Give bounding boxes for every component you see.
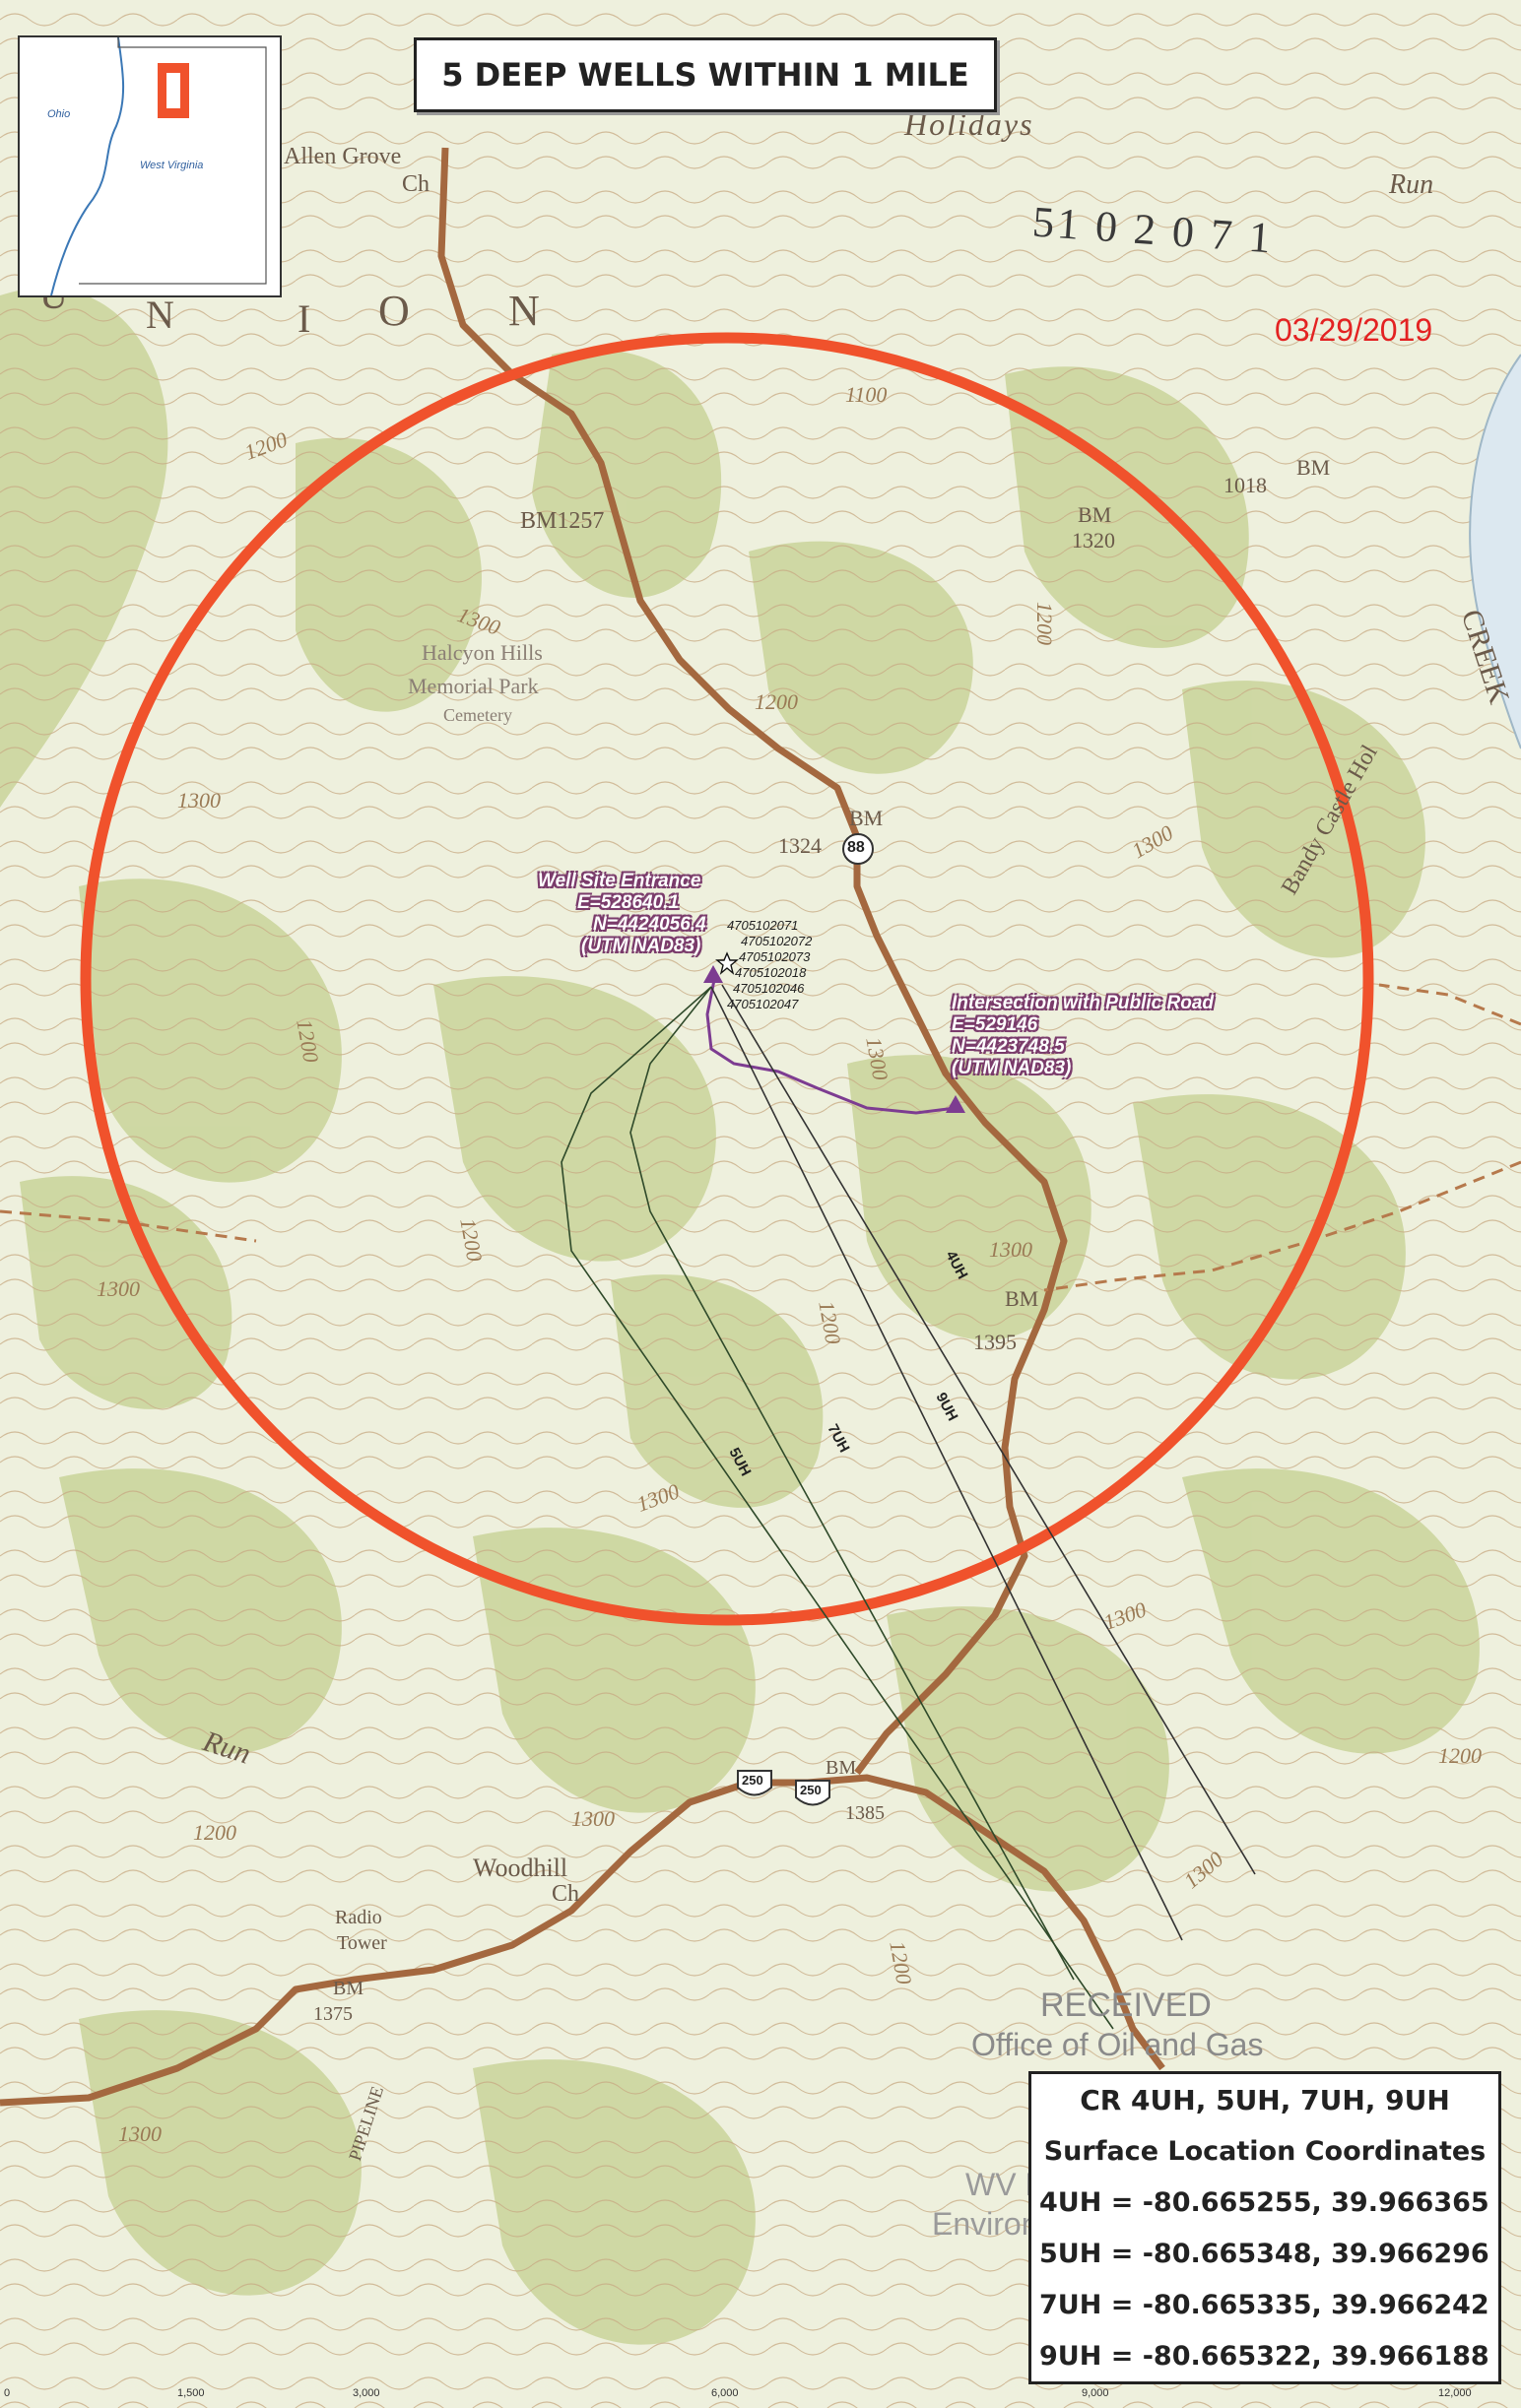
union-letter: O (378, 287, 410, 335)
api-number: 4705102046 (733, 981, 805, 996)
route-88-label: 88 (847, 839, 865, 856)
well-site-easting: E=528640.1 (577, 892, 680, 913)
bm1324-label: 1324 (778, 833, 822, 858)
coords-subtitle: Surface Location Coordinates (1043, 2135, 1487, 2167)
coords-title: CR 4UH, 5UH, 7UH, 9UH (1080, 2083, 1450, 2116)
scale-tick: 0 (4, 2387, 11, 2399)
inset-map-graphics (20, 37, 267, 295)
scale-tick: 9,000 (1082, 2387, 1109, 2399)
api-number: 4705102073 (739, 949, 811, 964)
well-site-datum: (UTM NAD83) (581, 936, 701, 956)
allen-grove-label: Allen Grove (284, 144, 402, 169)
api-number: 4705102071 (727, 918, 799, 933)
bm-label: BM (333, 1978, 364, 1999)
union-letter: I (298, 296, 311, 341)
route-250-label: 250 (742, 1773, 763, 1788)
scale-tick: 3,000 (353, 2387, 380, 2399)
bm1257-label: BM1257 (520, 508, 605, 534)
bm-label: BM (826, 1757, 857, 1779)
creek-river (1469, 354, 1521, 749)
route-88-shield-icon (842, 833, 874, 865)
bm-label: BM (1296, 455, 1331, 480)
map-title: 5 DEEP WELLS WITHIN 1 MILE (441, 56, 969, 94)
well-site-entrance-callout: Well Site Entrance E=528640.1 N=4424056.… (538, 871, 706, 957)
route-250-shield-icon (737, 1770, 830, 1806)
scale-tick: 12,000 (1438, 2387, 1472, 2399)
contour-label: 1200 (755, 689, 798, 714)
contour-label: 1200 (193, 1820, 236, 1845)
bm1385-label: 1385 (845, 1802, 885, 1824)
coords-row: 7UH = -80.665335, 39.966242 (1039, 2289, 1489, 2320)
lateral-line-4uh (721, 984, 1256, 1875)
intersection-datum: (UTM NAD83) (952, 1058, 1072, 1078)
secondary-road (1043, 1160, 1521, 1292)
intersection-easting: E=529146 (952, 1014, 1038, 1035)
holidays-label: Holidays (904, 106, 1034, 142)
intersection-triangle (946, 1095, 965, 1113)
inset-ohio-label: Ohio (47, 108, 71, 120)
intersection-callout: Intersection with Public Road E=529146 N… (952, 993, 1214, 1079)
well-site-title: Well Site Entrance (538, 871, 701, 891)
api-number: 4705102047 (727, 997, 799, 1011)
run-top-label: Run (1389, 169, 1434, 200)
bm-label: BM (1078, 502, 1112, 527)
surface-coordinates-box: CR 4UH, 5UH, 7UH, 9UH Surface Location C… (1028, 2071, 1501, 2384)
scale-tick: 1,500 (177, 2387, 205, 2399)
route-250-road (0, 1774, 1165, 2107)
map-title-box: 5 DEEP WELLS WITHIN 1 MILE (414, 37, 997, 112)
lateral-line-9uh (710, 986, 1183, 1941)
tower-label: Tower (337, 1932, 387, 1954)
contour-label: 1300 (118, 2121, 162, 2146)
contour-label: 1200 (1438, 1743, 1482, 1768)
bm-label: BM (849, 806, 884, 830)
api-number-list: 4705102071 4705102072 4705102073 4705102… (727, 918, 812, 1012)
secondary-road (1378, 983, 1521, 1026)
contour-label: 1300 (177, 788, 221, 813)
bm1375-label: 1375 (313, 2003, 353, 2025)
halcyon-hills-label: Halcyon Hills (422, 640, 543, 665)
union-letter: N (508, 287, 540, 335)
contour-label: 1300 (989, 1237, 1032, 1262)
intersection-title: Intersection with Public Road (952, 993, 1215, 1013)
well-site-triangle (703, 965, 723, 983)
access-road (705, 979, 957, 1115)
received-office: Office of Oil and Gas (971, 2027, 1264, 2062)
secondary-road (0, 1209, 257, 1243)
contour-label: 1200 (1032, 602, 1057, 645)
route-250-label: 250 (800, 1783, 822, 1797)
contour-label: 1100 (845, 382, 888, 407)
cemetery-label: Cemetery (443, 705, 512, 725)
one-mile-radius-circle (80, 332, 1374, 1626)
well-site-northing: N=4424056.4 (593, 914, 706, 935)
union-letter: N (146, 293, 174, 337)
contour-label: 1300 (571, 1806, 615, 1831)
api-number: 4705102072 (741, 934, 813, 948)
coords-row: 5UH = -80.665348, 39.966296 (1039, 2238, 1489, 2269)
allen-grove-ch-label: Ch (402, 171, 430, 197)
bm1320-label: 1320 (1072, 528, 1115, 553)
received-stamp: RECEIVED (1040, 1986, 1212, 2024)
memorial-park-label: Memorial Park (408, 674, 539, 698)
radio-label: Radio (335, 1907, 382, 1928)
bm-label: BM (1005, 1286, 1039, 1311)
woodhill-label: Woodhill (473, 1854, 568, 1882)
coords-row: 4UH = -80.665255, 39.966365 (1039, 2186, 1489, 2218)
scale-tick: 6,000 (711, 2387, 739, 2399)
woodhill-ch-label: Ch (552, 1881, 580, 1907)
intersection-northing: N=4423748.5 (952, 1036, 1065, 1057)
route-88-road (437, 147, 1068, 1776)
inset-locator-map: Ohio West Virginia (18, 35, 282, 297)
bm1395-label: 1395 (973, 1330, 1017, 1354)
coords-row: 9UH = -80.665322, 39.966188 (1039, 2340, 1489, 2372)
inset-wv-label: West Virginia (140, 160, 204, 171)
api-number: 4705102018 (735, 965, 807, 980)
well-star-icon (715, 951, 739, 975)
bm1018-label: 1018 (1223, 473, 1267, 497)
date-stamp: 03/29/2019 (1275, 312, 1433, 348)
lateral-line-5uh (561, 986, 1114, 2030)
contour-label: 1300 (97, 1276, 140, 1301)
lateral-line-7uh (629, 986, 1075, 1981)
